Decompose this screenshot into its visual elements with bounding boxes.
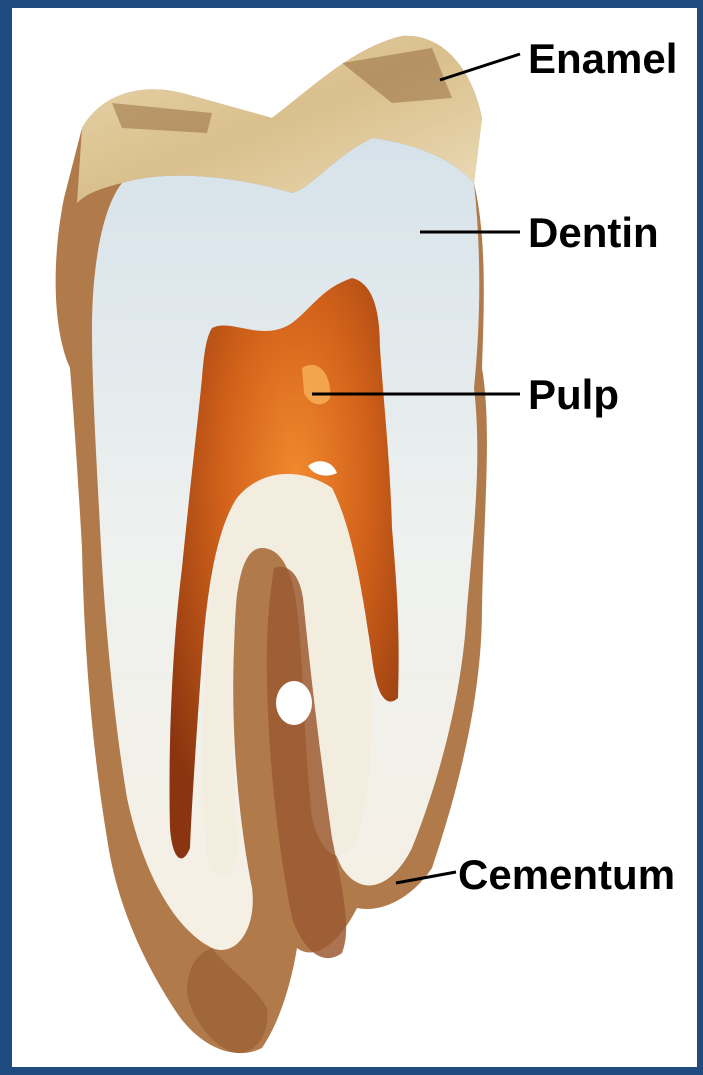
- cementum-label: Cementum: [458, 854, 675, 896]
- dentin-label: Dentin: [528, 212, 659, 254]
- root-canal-opening: [276, 681, 312, 725]
- enamel-label: Enamel: [528, 38, 677, 80]
- tooth-illustration: [12, 8, 697, 1067]
- pulp-label: Pulp: [528, 374, 619, 416]
